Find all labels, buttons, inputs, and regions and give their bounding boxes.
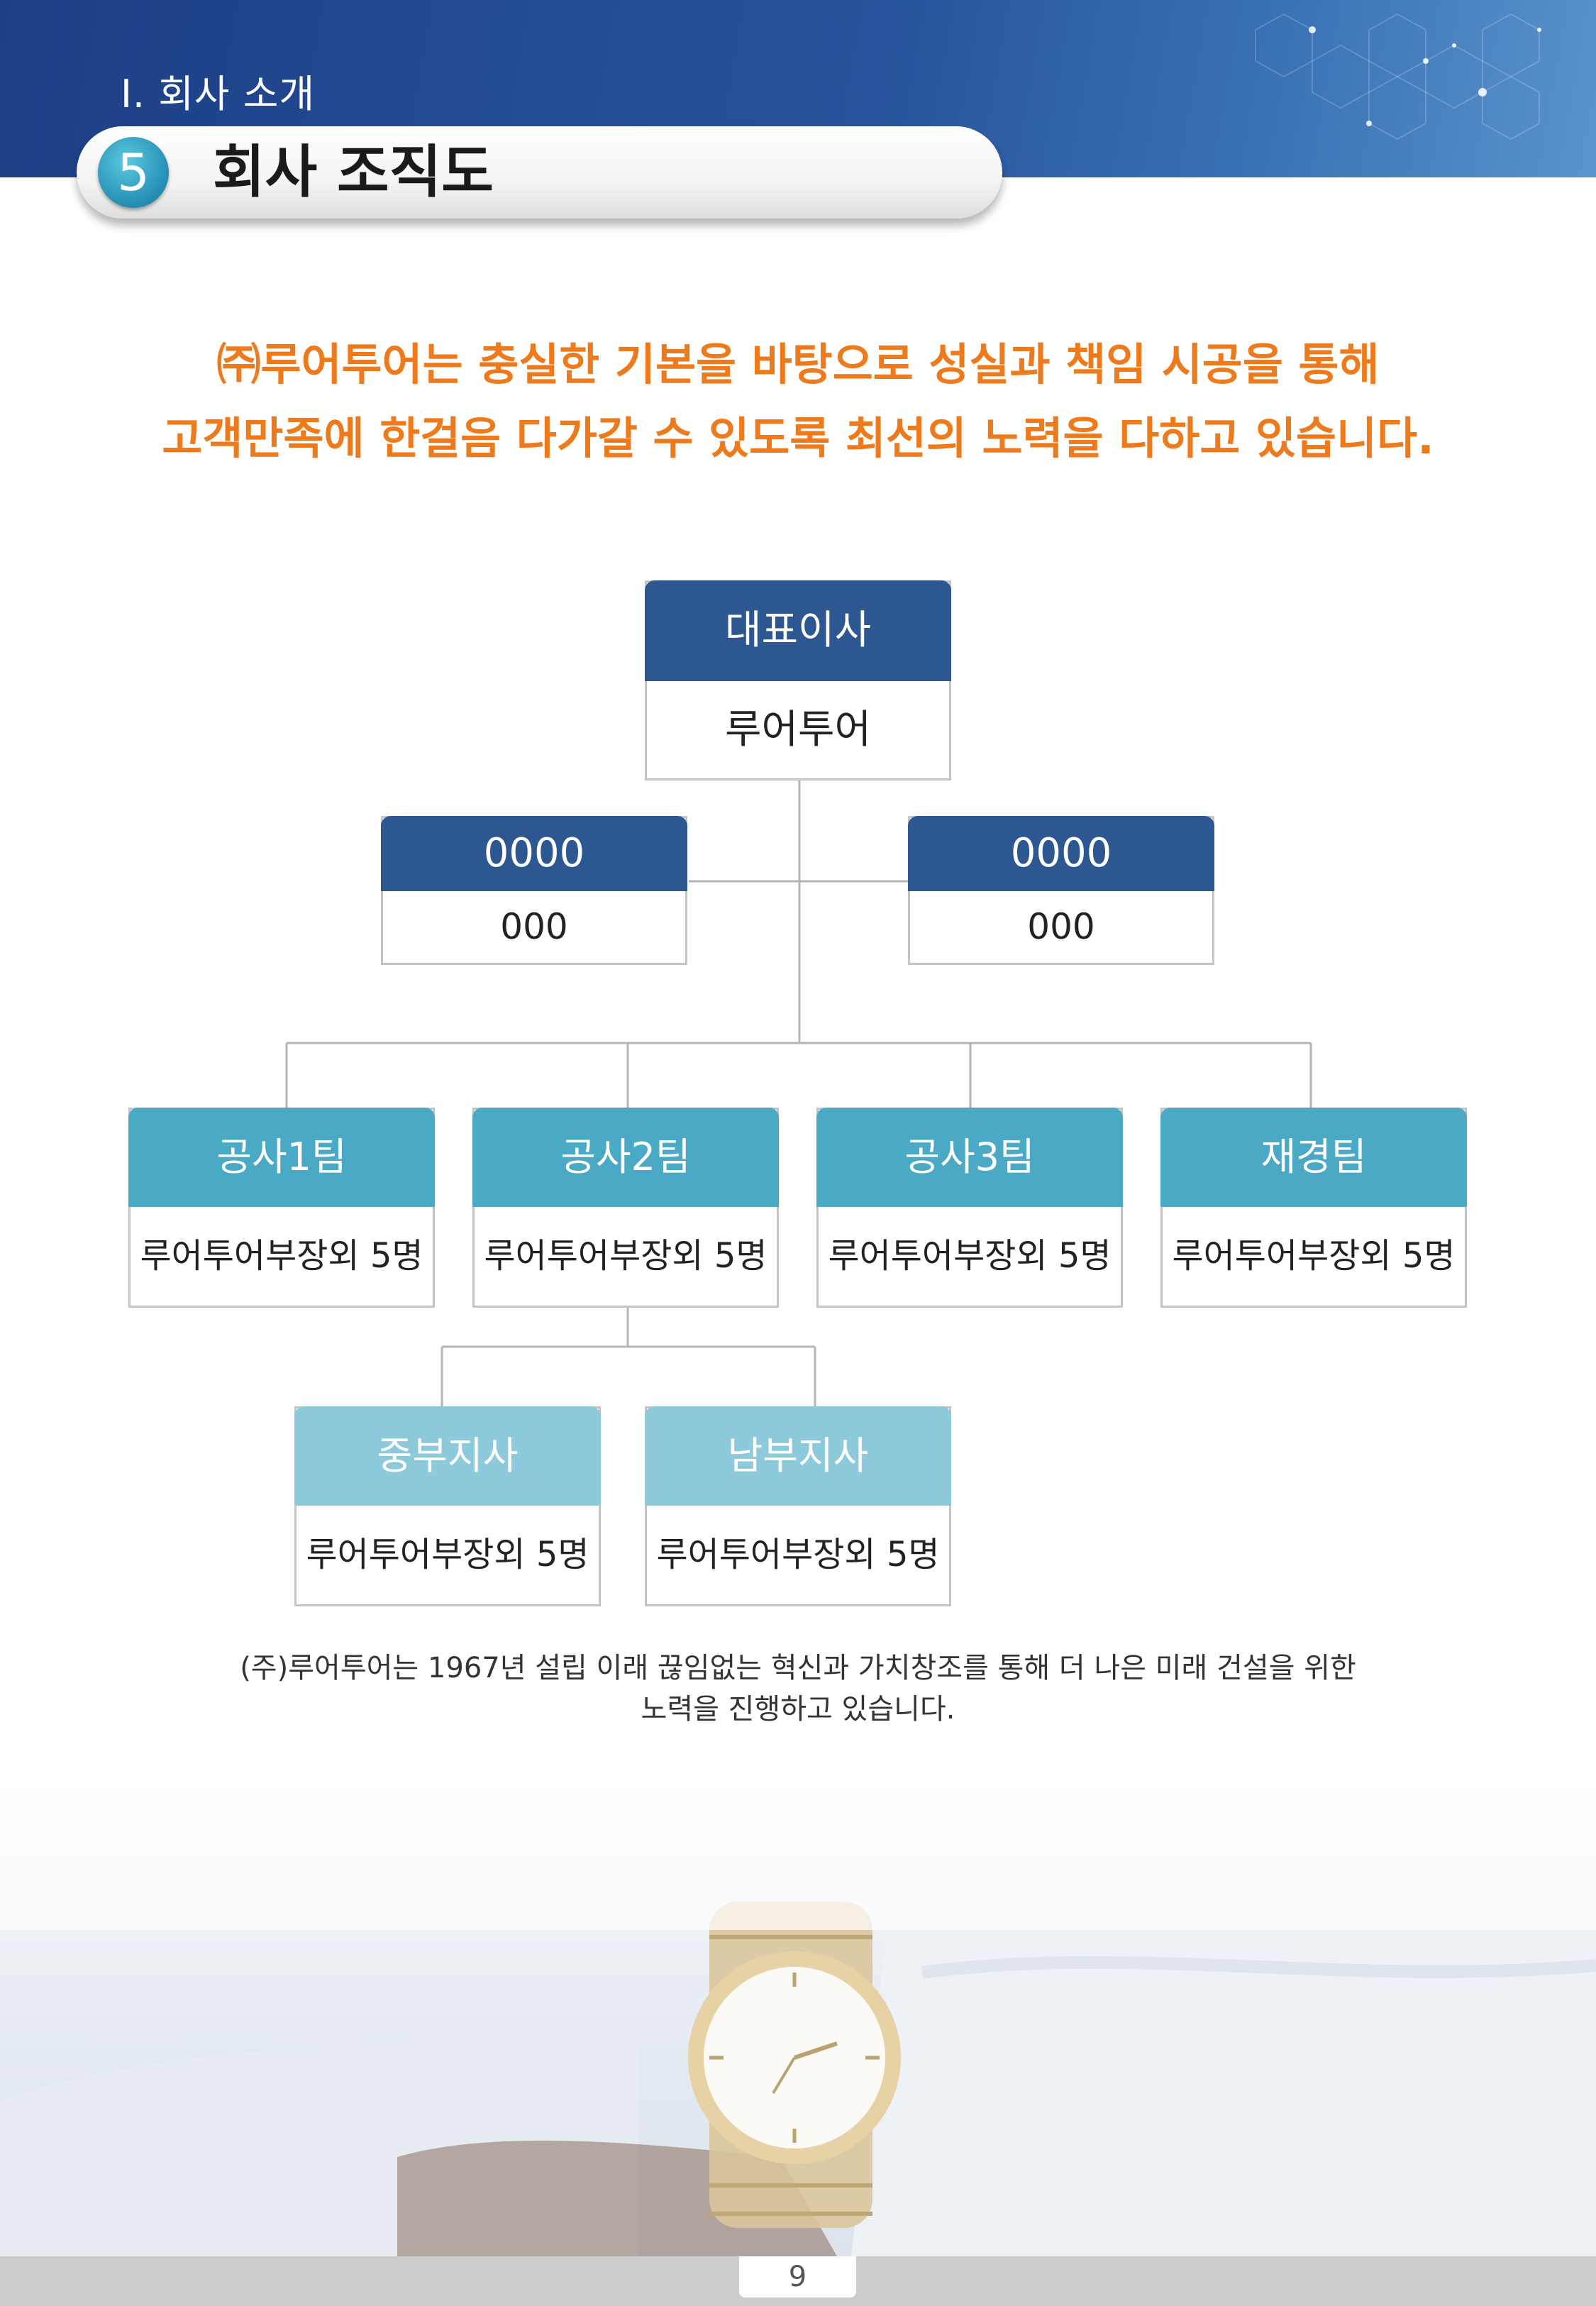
org-box-team-title: 공사2팀 bbox=[472, 1108, 779, 1207]
org-box-team-members: 루어투어부장외 5명 bbox=[484, 1236, 767, 1276]
org-box-left-staff-name: 000 bbox=[500, 906, 568, 947]
org-box-team-4: 재경팀 루어투어부장외 5명 bbox=[1160, 1108, 1467, 1308]
org-box-right-staff: 0000 000 bbox=[908, 816, 1214, 965]
org-box-branch-title: 중부지사 bbox=[294, 1406, 601, 1506]
org-box-team-1: 공사1팀 루어투어부장외 5명 bbox=[128, 1108, 435, 1308]
org-box-left-staff-title: 0000 bbox=[381, 816, 687, 891]
org-box-ceo-title: 대표이사 bbox=[645, 580, 951, 681]
org-box-ceo-name: 루어투어 bbox=[724, 707, 872, 753]
section-label: I. 회사 소개 bbox=[121, 72, 316, 116]
org-box-team-members: 루어투어부장외 5명 bbox=[828, 1236, 1112, 1276]
org-box-team-title: 재경팀 bbox=[1160, 1108, 1467, 1207]
lead-text: ㈜루어투어는 충실한 기본을 바탕으로 성실과 책임 시공을 통해 고객만족에 … bbox=[0, 328, 1596, 475]
org-box-team-members: 루어투어부장외 5명 bbox=[140, 1236, 423, 1276]
org-box-team-2: 공사2팀 루어투어부장외 5명 bbox=[472, 1108, 779, 1308]
org-box-branch-title: 남부지사 bbox=[645, 1406, 951, 1506]
org-box-team-title: 공사3팀 bbox=[816, 1108, 1123, 1207]
title-number-badge: 5 bbox=[98, 137, 169, 208]
hexagon-pattern-icon bbox=[1255, 13, 1541, 140]
page-title: 회사 조직도 bbox=[213, 139, 494, 205]
lead-line-2: 고객만족에 한걸음 다가갈 수 있도록 최선의 노력을 다하고 있습니다. bbox=[162, 412, 1434, 464]
org-box-branch-2: 남부지사 루어투어부장외 5명 bbox=[645, 1406, 951, 1606]
org-box-ceo: 대표이사 루어투어 bbox=[645, 580, 951, 780]
company-note: (주)루어투어는 1967년 설립 이래 끊임없는 혁신과 가치창조를 통해 더… bbox=[0, 1648, 1596, 1730]
page-number: 9 bbox=[739, 2256, 856, 2297]
wristwatch-illustration-icon bbox=[0, 1760, 1596, 2256]
org-box-right-staff-title: 0000 bbox=[908, 816, 1214, 891]
lead-line-1: ㈜루어투어는 충실한 기본을 바탕으로 성실과 책임 시공을 통해 bbox=[216, 338, 1380, 390]
title-banner: 5 회사 조직도 bbox=[77, 126, 1002, 219]
org-box-right-staff-name: 000 bbox=[1027, 906, 1095, 947]
org-box-team-members: 루어투어부장외 5명 bbox=[1172, 1236, 1456, 1276]
org-box-branch-1: 중부지사 루어투어부장외 5명 bbox=[294, 1406, 601, 1606]
background-photo bbox=[0, 1760, 1596, 2256]
org-box-team-3: 공사3팀 루어투어부장외 5명 bbox=[816, 1108, 1123, 1308]
note-line-2: 노력을 진행하고 있습니다. bbox=[641, 1693, 955, 1726]
org-box-branch-members: 루어투어부장외 5명 bbox=[306, 1535, 589, 1574]
note-line-1: (주)루어투어는 1967년 설립 이래 끊임없는 혁신과 가치창조를 통해 더… bbox=[240, 1652, 1356, 1684]
org-box-branch-members: 루어투어부장외 5명 bbox=[656, 1535, 940, 1574]
org-box-team-title: 공사1팀 bbox=[128, 1108, 435, 1207]
org-box-left-staff: 0000 000 bbox=[381, 816, 687, 965]
